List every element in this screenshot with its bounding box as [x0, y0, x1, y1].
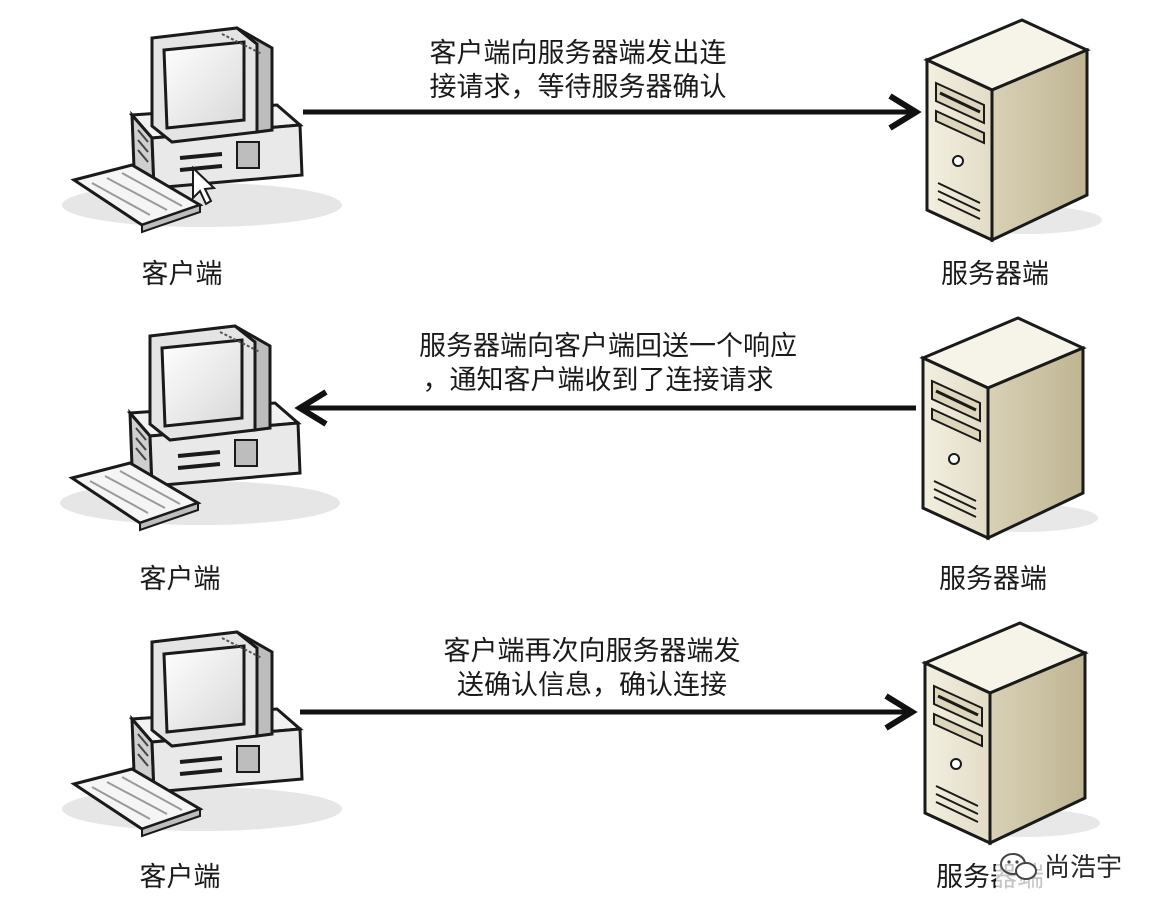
server-label: 服务器端 [939, 564, 1047, 595]
step-2-message-line-2: ，通知客户端收到了连接请求 [423, 365, 774, 396]
step-3: 客户端再次向服务器端发 送确认信息，确认连接 客户端 服务器端 [60, 621, 1102, 893]
step-3-message-line-2: 送确认信息，确认连接 [457, 670, 727, 701]
mouse-cursor-icon [192, 165, 217, 206]
arrow-client-to-server [300, 693, 918, 731]
server-icon [925, 18, 1104, 242]
step-2: 服务器端向客户端回送一个响应 ，通知客户端收到了连接请求 客户端 服务器端 [58, 316, 1100, 595]
client-computer-icon [60, 26, 344, 234]
arrow-server-to-client [294, 389, 916, 427]
watermark: 尚浩宇 [996, 842, 1136, 888]
arrow-client-to-server [303, 93, 922, 131]
wechat-icon [1000, 853, 1037, 880]
server-label: 服务器端 [941, 259, 1049, 290]
client-label: 客户端 [140, 862, 221, 893]
client-computer-icon [60, 630, 344, 838]
client-computer-icon [58, 324, 342, 532]
step-1: 客户端向服务器端发出连 接请求，等待服务器确认 客户端 服务器端 [60, 18, 1104, 290]
step-3-message-line-1: 客户端再次向服务器端发 [444, 636, 741, 667]
step-2-message-line-1: 服务器端向客户端回送一个响应 [419, 331, 797, 362]
client-label: 客户端 [142, 259, 223, 290]
step-1-message-line-2: 接请求，等待服务器确认 [430, 72, 727, 103]
step-1-message-line-1: 客户端向服务器端发出连 [430, 38, 727, 69]
watermark-text: 尚浩宇 [1044, 853, 1122, 883]
server-icon [923, 621, 1102, 845]
server-icon [921, 316, 1100, 540]
client-label: 客户端 [140, 564, 221, 595]
